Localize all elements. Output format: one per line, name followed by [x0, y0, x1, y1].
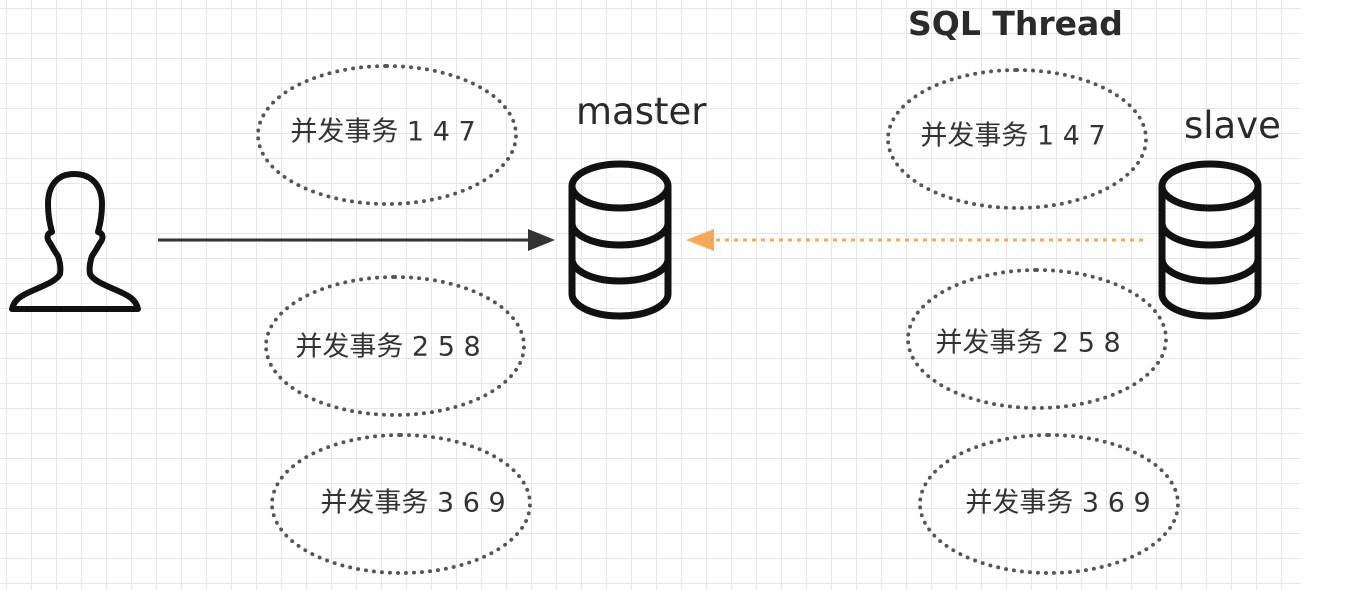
slave-transaction-group-1-label: 并发事务 1 4 7 — [920, 120, 1106, 152]
slave-transaction-group-1 — [886, 68, 1148, 210]
slave-transaction-group-3-label: 并发事务 3 6 9 — [965, 487, 1151, 519]
slave-transaction-group-2-label: 并发事务 2 5 8 — [935, 327, 1121, 359]
database-icon — [568, 160, 672, 320]
master-transaction-group-2 — [264, 275, 526, 417]
database-icon — [1158, 160, 1262, 320]
slave-to-master-arrowhead — [686, 229, 714, 251]
slave-transaction-group-3 — [918, 433, 1180, 575]
user-icon — [9, 171, 141, 312]
slave-label: slave — [1184, 104, 1281, 147]
master-transaction-group-3-label: 并发事务 3 6 9 — [320, 487, 506, 519]
master-transaction-group-1-label: 并发事务 1 4 7 — [290, 116, 476, 148]
master-transaction-group-2-label: 并发事务 2 5 8 — [295, 331, 481, 363]
user-to-master-arrowhead — [528, 229, 555, 251]
master-label: master — [576, 90, 707, 133]
slave-transaction-group-2 — [906, 268, 1168, 410]
diagram-title: SQL Thread — [908, 4, 1123, 43]
master-transaction-group-3 — [270, 433, 532, 575]
master-transaction-group-1 — [256, 64, 518, 206]
